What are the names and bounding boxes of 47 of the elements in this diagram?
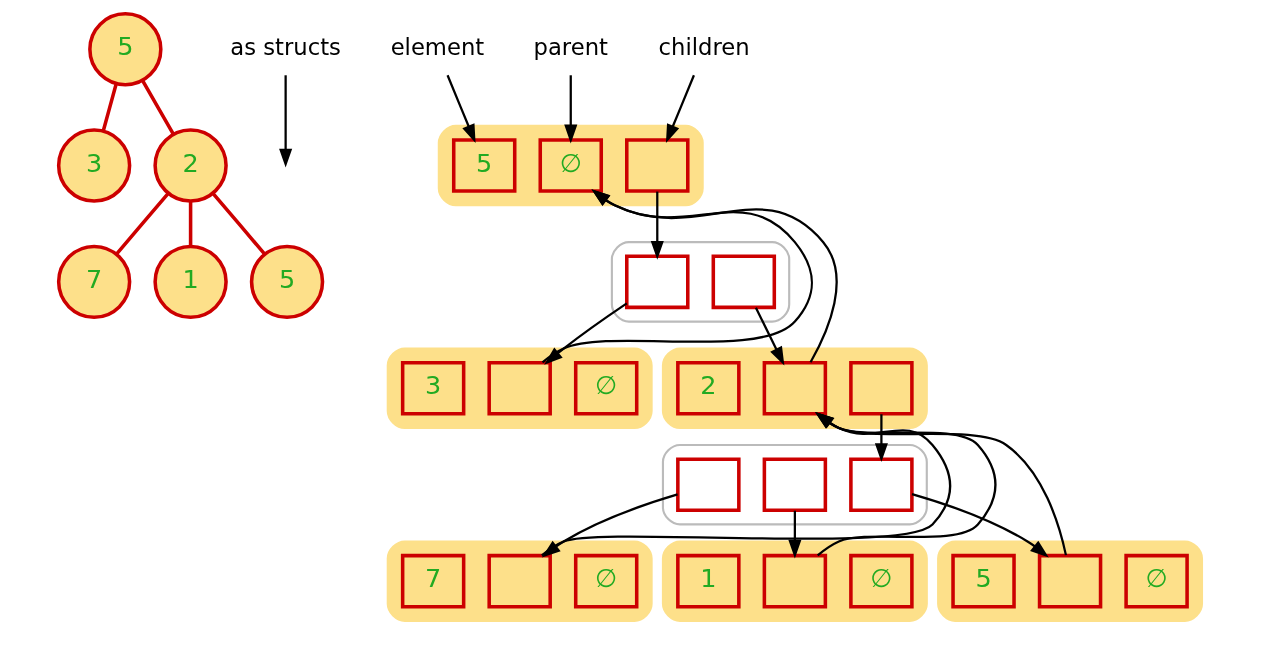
node-box xyxy=(624,254,690,310)
node-box xyxy=(1037,553,1102,609)
node-box: ∅ xyxy=(573,360,638,416)
node-box xyxy=(848,457,914,512)
connector xyxy=(101,83,118,132)
node-circle: 7 xyxy=(56,244,131,320)
node-circle: 3 xyxy=(56,128,131,203)
node-box xyxy=(762,457,827,512)
node-box: 5 xyxy=(950,553,1016,609)
arrow xyxy=(563,75,577,144)
arrow xyxy=(874,414,888,462)
node-box xyxy=(486,553,552,609)
node-box xyxy=(762,553,827,609)
node-circle: 1 xyxy=(152,244,228,320)
node-text: parent xyxy=(533,33,608,60)
node-box xyxy=(486,360,552,416)
node-box: ∅ xyxy=(848,553,914,609)
node-text: as structs xyxy=(229,33,341,60)
node-box: 3 xyxy=(400,360,465,416)
node-circle: 5 xyxy=(87,12,163,87)
node-circle: 5 xyxy=(249,244,324,320)
node-box: 2 xyxy=(675,360,741,416)
connector xyxy=(140,79,175,135)
node-box: ∅ xyxy=(1123,553,1189,609)
arrow xyxy=(754,307,784,366)
arrow xyxy=(911,493,1049,558)
node-box xyxy=(675,457,741,512)
arrow xyxy=(650,191,664,260)
node-box xyxy=(711,254,776,310)
connector xyxy=(114,192,170,256)
arrow xyxy=(665,74,695,144)
node-box: 7 xyxy=(400,553,465,609)
node-box: 5 xyxy=(451,138,516,193)
node-circle: 2 xyxy=(152,128,228,203)
arrow xyxy=(278,75,292,168)
node-box xyxy=(624,138,690,193)
connector xyxy=(211,192,266,256)
node-text: children xyxy=(658,33,750,60)
arrow xyxy=(446,74,476,144)
node-box xyxy=(762,360,827,416)
node-box: 1 xyxy=(675,553,741,609)
node-box xyxy=(848,360,914,416)
node-text: element xyxy=(390,33,484,60)
node-box: ∅ xyxy=(537,138,603,193)
arrow xyxy=(787,510,801,559)
connector xyxy=(188,201,192,247)
node-box: ∅ xyxy=(573,553,638,609)
